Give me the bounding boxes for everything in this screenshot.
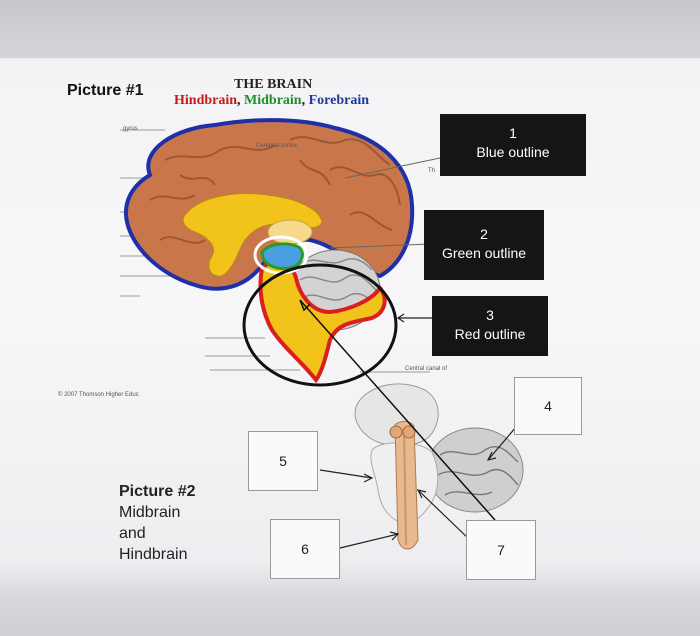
cerebral-cortex-label: Cerebral cortex <box>256 143 298 149</box>
thalamus <box>267 219 313 245</box>
box-arrows <box>319 419 523 549</box>
callout-2-number: 2 <box>480 226 488 242</box>
answer-box-5[interactable]: 5 <box>248 431 318 491</box>
brainstem-circle <box>242 263 398 387</box>
picture2-hindbrain: Hindbrain <box>119 546 188 563</box>
picture2-label: Picture #2 <box>119 483 196 500</box>
callout-3-number: 3 <box>486 307 494 323</box>
callout-2-box: 2 Green outline <box>424 210 544 280</box>
th-label: Th <box>428 168 436 174</box>
callout-1-box: 1 Blue outline <box>440 114 586 176</box>
subtitle-hindbrain: Hindbrain <box>174 93 238 108</box>
brainstem-red-outline <box>258 260 387 384</box>
diagonal-arrowhead <box>299 299 311 312</box>
subtitle-comma: , <box>237 93 245 108</box>
picture2-and: and <box>119 525 146 542</box>
gyrus-label: gyrus <box>123 126 138 132</box>
callout-2-label: Green outline <box>441 245 527 261</box>
brain-subtitle: Hindbrain, Midbrain, Forebrain <box>174 93 369 109</box>
inner-structures <box>182 193 323 277</box>
callout-3-box: 3 Red outline <box>432 296 548 356</box>
callout-1-label: Blue outline <box>476 144 550 160</box>
central-canal-label: Central canal of <box>405 366 448 372</box>
brain-title: THE BRAIN <box>234 77 313 92</box>
gyri-texture <box>149 136 401 244</box>
answer-box-4[interactable]: 4 <box>514 377 582 435</box>
picture2-caption: Picture #2 Midbrain and Hindbrain <box>119 481 195 565</box>
arrows <box>396 313 432 323</box>
subtitle-comma: , <box>301 93 309 108</box>
copyright-label: © 2007 Thomson Higher Educ <box>58 392 139 398</box>
subtitle-midbrain: Midbrain <box>244 93 302 108</box>
picture2-midbrain: Midbrain <box>119 504 181 521</box>
diagonal-pointer-line <box>299 299 496 521</box>
top-bar <box>0 0 700 58</box>
callout-3-label: Red outline <box>454 326 526 342</box>
answer-box-7[interactable]: 7 <box>466 520 536 580</box>
picture1-label: Picture #1 <box>67 82 144 99</box>
callout-lines <box>329 157 441 249</box>
answer-box-6[interactable]: 6 <box>270 519 340 579</box>
callout-1-number: 1 <box>509 125 517 141</box>
subtitle-forebrain: Forebrain <box>308 93 370 108</box>
midbrain-green-outline <box>260 242 304 270</box>
